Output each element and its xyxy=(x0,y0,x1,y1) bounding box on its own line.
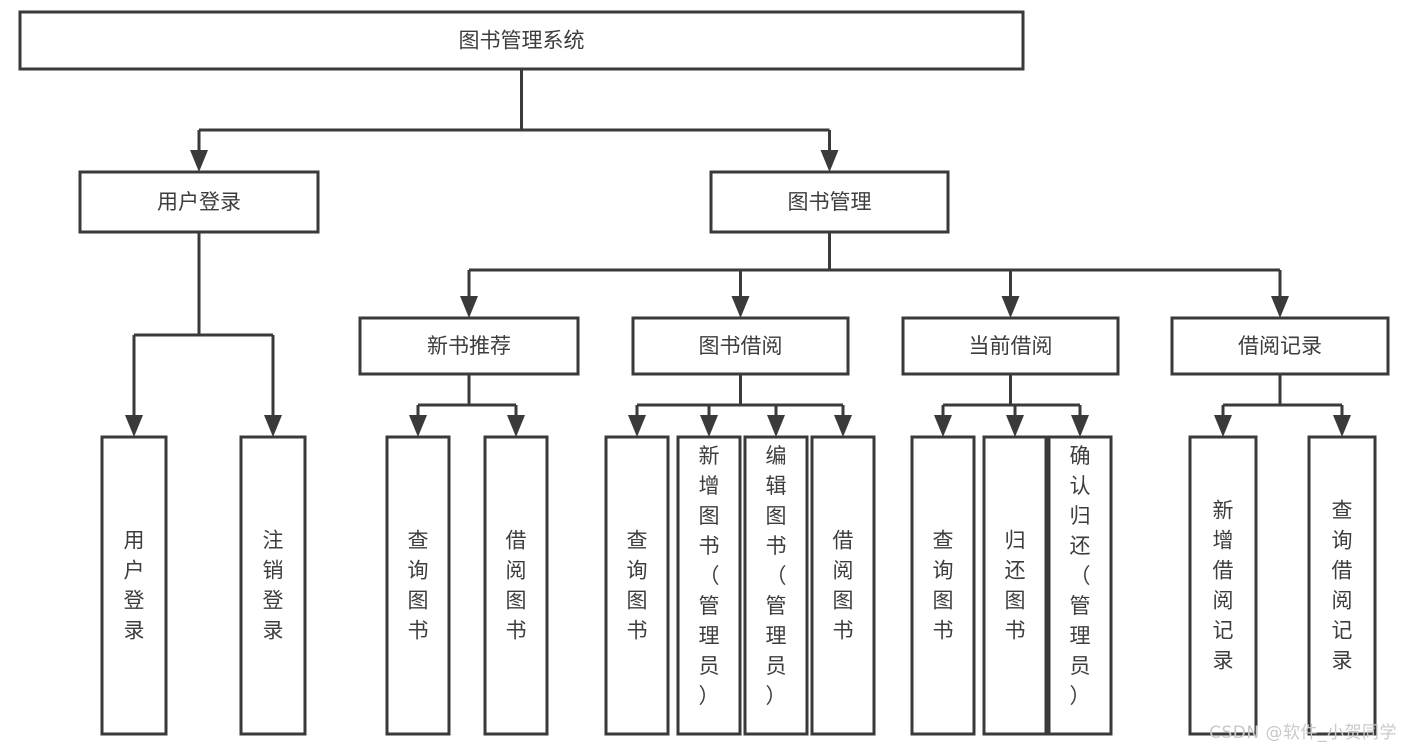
node-label: 注销登录 xyxy=(263,529,284,643)
arrow-head-icon xyxy=(1271,296,1289,318)
node-query-borrow-record[interactable]: 查询借阅记录 xyxy=(1307,435,1377,736)
node-current-borrow[interactable]: 当前借阅 xyxy=(901,316,1120,376)
node-book-borrow[interactable]: 图书借阅 xyxy=(631,316,850,376)
arrow-head-icon xyxy=(628,415,646,437)
node-label: 用户登录 xyxy=(157,190,241,214)
node-label: 编辑图书（管理员） xyxy=(766,444,787,708)
arrow-head-icon xyxy=(1333,415,1351,437)
node-borrow-record[interactable]: 借阅记录 xyxy=(1170,316,1390,376)
node-edit-book[interactable]: 编辑图书（管理员） xyxy=(743,435,809,736)
node-borrow-book-2[interactable]: 借阅图书 xyxy=(810,435,876,736)
node-label: 新书推荐 xyxy=(427,334,511,358)
node-label: 当前借阅 xyxy=(969,334,1053,358)
arrow-head-icon xyxy=(264,415,282,437)
node-label: 借阅图书 xyxy=(506,529,527,643)
arrow-head-icon xyxy=(409,415,427,437)
node-label: 确认归还（管理员） xyxy=(1070,444,1091,708)
node-label: 归还图书 xyxy=(1005,529,1026,643)
node-user-login[interactable]: 用户登录 xyxy=(78,170,320,234)
node-add-book[interactable]: 新增图书（管理员） xyxy=(676,435,742,736)
arrow-head-icon xyxy=(1001,296,1020,318)
arrow-head-icon xyxy=(700,415,718,437)
node-label: 查询图书 xyxy=(627,529,648,643)
node-label: 图书管理 xyxy=(788,190,872,214)
arrow-head-icon xyxy=(460,296,478,318)
node-box xyxy=(483,435,549,736)
arrow-head-icon xyxy=(1071,415,1089,437)
node-query-book-2[interactable]: 查询图书 xyxy=(604,435,670,736)
node-box xyxy=(78,170,320,234)
node-confirm-return[interactable]: 确认归还（管理员） xyxy=(1047,435,1113,736)
node-label: 查询借阅记录 xyxy=(1332,499,1353,673)
node-user-login-do[interactable]: 用户登录 xyxy=(100,435,168,736)
node-query-book-3[interactable]: 查询图书 xyxy=(910,435,976,736)
arrow-head-icon xyxy=(767,415,785,437)
node-layer: 图书管理系统用户登录用户登录注销登录图书管理新书推荐查询图书借阅图书图书借阅查询… xyxy=(18,10,1390,736)
node-box xyxy=(1188,435,1258,736)
node-query-book-1[interactable]: 查询图书 xyxy=(385,435,451,736)
node-box xyxy=(709,170,950,234)
node-box xyxy=(100,435,168,736)
node-box xyxy=(385,435,451,736)
arrow-head-icon xyxy=(731,296,750,318)
node-root-title[interactable]: 图书管理系统 xyxy=(18,10,1025,71)
arrow-head-icon xyxy=(507,415,525,437)
arrow-head-icon xyxy=(834,415,852,437)
arrow-head-icon xyxy=(1214,415,1232,437)
node-label: 借阅图书 xyxy=(833,529,854,643)
arrow-head-icon xyxy=(934,415,952,437)
arrow-head-icon xyxy=(1006,415,1024,437)
node-box xyxy=(631,316,850,376)
node-box xyxy=(239,435,307,736)
node-return-book[interactable]: 归还图书 xyxy=(982,435,1048,736)
node-box xyxy=(810,435,876,736)
node-box xyxy=(982,435,1048,736)
node-label: 新增借阅记录 xyxy=(1213,499,1234,673)
arrow-head-icon xyxy=(820,150,839,172)
node-box xyxy=(604,435,670,736)
connector-layer xyxy=(125,69,1351,437)
node-box xyxy=(358,316,580,376)
node-box xyxy=(901,316,1120,376)
node-book-manage[interactable]: 图书管理 xyxy=(709,170,950,234)
node-label: 新增图书（管理员） xyxy=(699,444,720,708)
node-borrow-book-1[interactable]: 借阅图书 xyxy=(483,435,549,736)
node-box xyxy=(1170,316,1390,376)
node-label: 查询图书 xyxy=(933,529,954,643)
node-box xyxy=(676,435,742,736)
node-label: 借阅记录 xyxy=(1238,334,1322,358)
node-box xyxy=(910,435,976,736)
node-box xyxy=(1047,435,1113,736)
arrow-head-icon xyxy=(125,415,143,437)
node-new-book-recommend[interactable]: 新书推荐 xyxy=(358,316,580,376)
node-label: 查询图书 xyxy=(408,529,429,643)
arrow-head-icon xyxy=(190,150,208,172)
node-add-borrow-record[interactable]: 新增借阅记录 xyxy=(1188,435,1258,736)
node-label: 用户登录 xyxy=(124,529,145,643)
node-label: 图书借阅 xyxy=(699,334,783,358)
node-box xyxy=(1307,435,1377,736)
node-user-logout[interactable]: 注销登录 xyxy=(239,435,307,736)
node-box xyxy=(743,435,809,736)
node-box xyxy=(18,10,1025,71)
node-label: 图书管理系统 xyxy=(459,29,585,53)
